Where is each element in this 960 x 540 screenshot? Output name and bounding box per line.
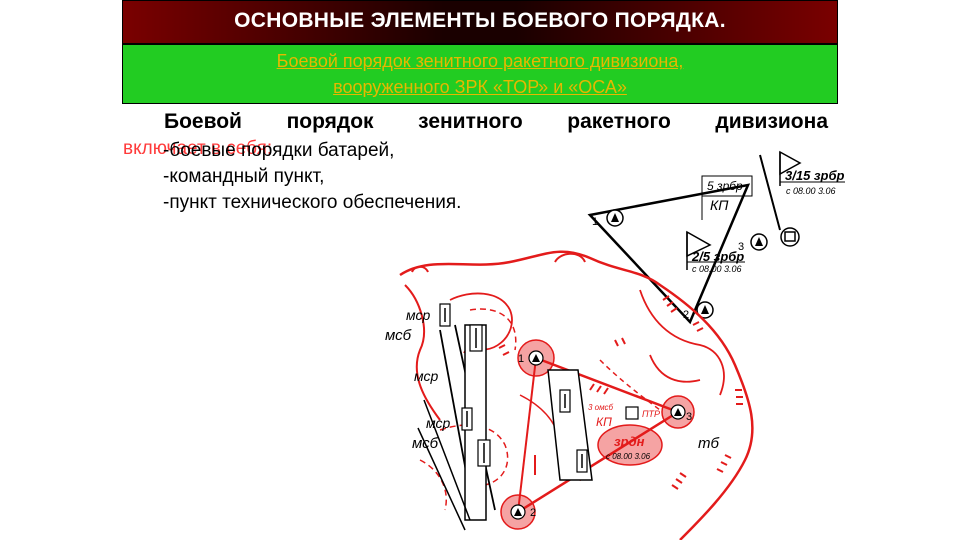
label-msr-1: мср — [406, 307, 430, 323]
section-heading: Боевой порядок зенитного ракетного дивиз… — [164, 110, 828, 133]
tech-point-icon — [780, 227, 800, 247]
subtitle-line-2[interactable]: вооруженного ЗРК «ТОР» и «ОСА» — [333, 77, 627, 97]
label-2-5-zrbr: 2/5 зрбр — [691, 249, 744, 264]
label-msb-2: мсб — [412, 435, 439, 452]
kp-box — [701, 175, 753, 197]
label-3-15-time: с 08.00 3.06 — [786, 186, 836, 196]
overlay-text: включает в себя: — [123, 138, 273, 159]
list-item-tech-support: -пункт технического обеспечения. — [163, 192, 462, 213]
label-kp: КП — [710, 197, 729, 213]
label-num-3: 3 — [738, 241, 744, 253]
list-item-batteries: -боевые порядки батарей, — [163, 140, 395, 161]
page-title: ОСНОВНЫЕ ЭЛЕМЕНТЫ БОЕВОГО ПОРЯДКА. — [234, 9, 726, 32]
label-2-5-time: с 08.00 3.06 — [692, 264, 742, 274]
title-bar: ОСНОВНЫЕ ЭЛЕМЕНТЫ БОЕВОГО ПОРЯДКА. — [122, 0, 838, 44]
red-labels: 1 3 2 3 омсб КП ПТР зрдн с 08.00 3.06 — [518, 353, 692, 519]
list-item-command-post: -командный пункт, — [163, 166, 325, 187]
label-3-15-zrbr: 3/15 зрбр — [785, 168, 845, 183]
label-msb-1: мсб — [385, 327, 412, 344]
division-triangle — [587, 183, 751, 325]
label-msr-2: мср — [414, 368, 438, 384]
label-num-1: 1 — [592, 216, 598, 228]
label-msr-3: мср — [426, 415, 450, 431]
subtitle-bar: Боевой порядок зенитного ракетного дивиз… — [122, 44, 838, 104]
label-red-1: 1 — [518, 353, 524, 365]
zrdn-elements — [500, 339, 695, 530]
label-num-2: 2 — [683, 309, 689, 321]
msr-elements — [417, 303, 593, 531]
label-tb: тб — [698, 435, 719, 452]
label-ptp: ПТР — [642, 409, 660, 419]
link-line — [759, 154, 781, 231]
label-5-zrbr: 5 зрбр — [707, 179, 743, 193]
label-red-2: 2 — [530, 507, 536, 519]
label-red-kp: КП — [596, 415, 612, 429]
diagram-labels: 3/15 зрбр с 08.00 3.06 5 зрбр КП 1 3 2 2… — [385, 168, 845, 452]
label-red-kp-top: 3 омсб — [588, 403, 614, 412]
label-red-3: 3 — [686, 411, 692, 423]
label-zrdn: зрдн — [614, 434, 645, 449]
subtitle-line-1[interactable]: Боевой порядок зенитного ракетного дивиз… — [276, 51, 684, 71]
red-zrdn — [597, 424, 663, 466]
label-zrdn-time: с 08.00 3.06 — [606, 452, 651, 461]
division-zone — [587, 150, 845, 325]
